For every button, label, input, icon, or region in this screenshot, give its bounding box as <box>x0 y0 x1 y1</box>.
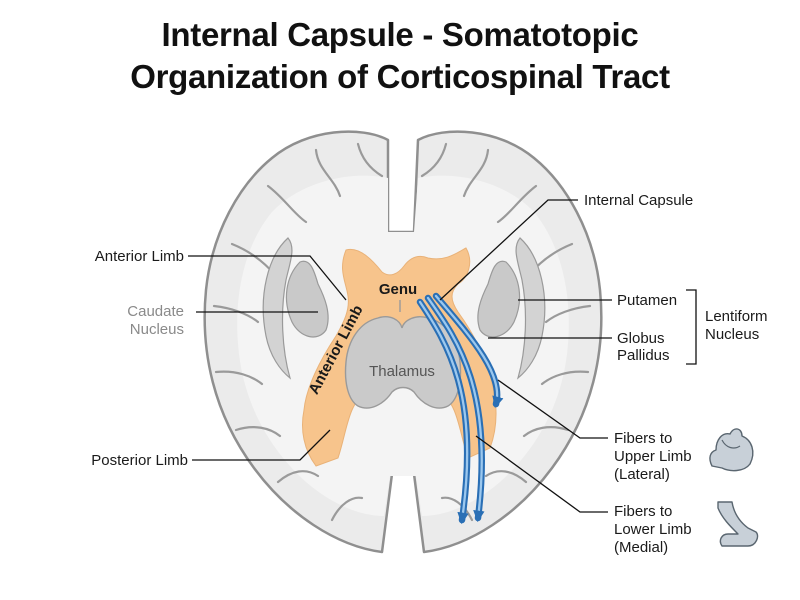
label-lower-line2: Lower Limb <box>614 521 692 538</box>
label-globus-line1: Globus <box>617 330 665 347</box>
label-lower-line3: (Medial) <box>614 539 668 556</box>
leader-upper-limb <box>497 379 608 439</box>
caudate-left <box>285 260 329 338</box>
label-lentiform-line1: Lentiform <box>705 308 768 325</box>
label-upper-line3: (Lateral) <box>614 466 670 483</box>
leader-anterior-limb <box>188 255 347 301</box>
putamen-left-crescent <box>262 237 293 380</box>
leader-internal-capsule <box>439 199 578 301</box>
flexed-arm-icon <box>709 428 754 472</box>
label-putamen: Putamen <box>617 292 677 309</box>
page-title: Internal Capsule - Somatotopic Organizat… <box>0 14 800 98</box>
label-upper-line1: Fibers to <box>614 430 672 447</box>
putamen-right-crescent <box>515 237 546 380</box>
thalamus-shape <box>344 316 462 409</box>
label-caudate-line2: Nucleus <box>130 321 184 338</box>
title-line-2: Organization of Corticospinal Tract <box>130 58 670 95</box>
label-upper-line2: Upper Limb <box>614 448 692 465</box>
title-line-1: Internal Capsule - Somatotopic <box>161 16 639 53</box>
gyri-right <box>420 142 592 522</box>
bent-leg-icon <box>717 501 759 547</box>
label-internal-capsule: Internal Capsule <box>584 192 693 209</box>
label-posterior-limb: Posterior Limb <box>91 452 188 469</box>
caudate-right <box>477 260 521 338</box>
label-caudate-line1: Caudate <box>127 303 184 320</box>
fiber-lower-limb-highlight <box>418 300 469 525</box>
fiber-bundle <box>416 292 504 525</box>
label-genu: Genu <box>379 281 417 298</box>
fiber-mid-highlight <box>426 296 485 523</box>
label-globus-line2: Pallidus <box>617 347 670 364</box>
label-lentiform-line2: Nucleus <box>705 326 759 343</box>
fiber-upper-limb-highlight <box>434 294 504 409</box>
label-thalamus: Thalamus <box>369 363 435 380</box>
leader-posterior-limb <box>192 429 331 461</box>
leader-lower-limb <box>475 435 608 513</box>
lentiform-bracket <box>686 289 697 365</box>
label-anterior-limb: Anterior Limb <box>95 248 184 265</box>
label-lower-line1: Fibers to <box>614 503 672 520</box>
